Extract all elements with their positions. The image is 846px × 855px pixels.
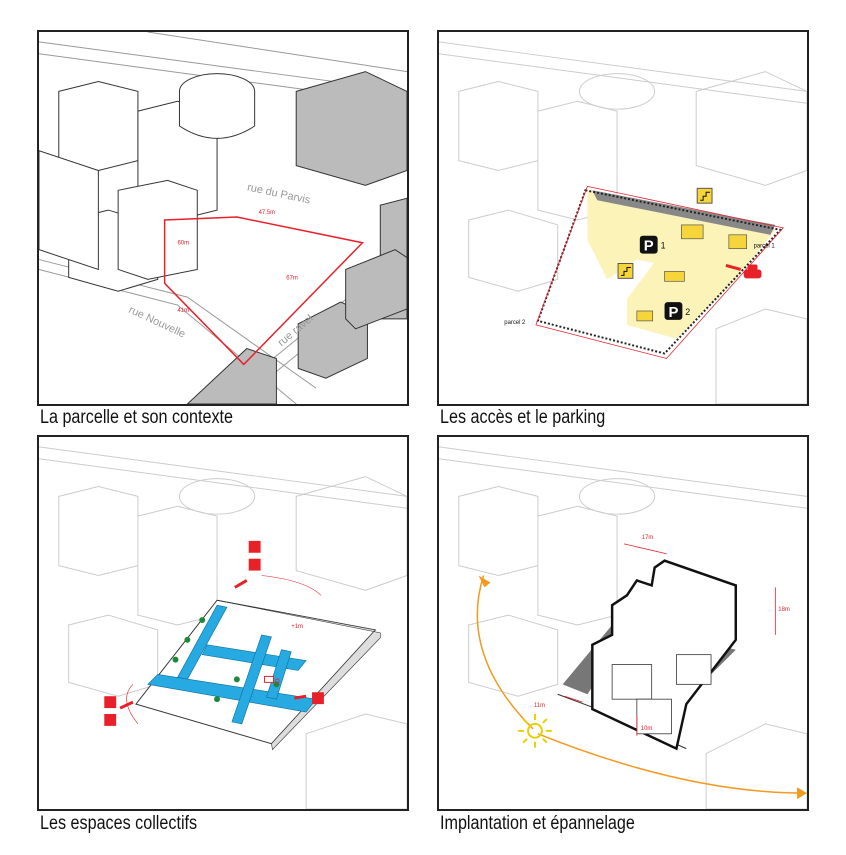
pedestrian-icon bbox=[104, 540, 324, 726]
parcel-outline-dotted bbox=[536, 189, 783, 355]
parcel-1-label: parcel 1 bbox=[754, 244, 775, 250]
access-parking-drawing: P 1 P 2 parcel 1 parcel 2 bbox=[439, 41, 807, 404]
sun-path-arrow-icon bbox=[476, 575, 806, 794]
panel-site-context: rue du Parvis rue Nouvelle rue ravel 47.… bbox=[37, 30, 409, 406]
entrance-arrow-icon bbox=[725, 264, 742, 271]
dimension-right: 67m bbox=[286, 275, 298, 281]
stairs-icon bbox=[617, 263, 634, 279]
dimension-18m: 18m bbox=[778, 607, 790, 613]
dimension-top: 47.5m bbox=[259, 210, 276, 216]
svg-text:P: P bbox=[644, 239, 654, 255]
building-massing-outline bbox=[591, 559, 738, 751]
stairs-icon bbox=[696, 187, 713, 204]
mail-icon bbox=[264, 675, 274, 683]
level-label: +1m bbox=[291, 624, 303, 630]
parking-sign-2 bbox=[664, 302, 683, 320]
sun-icon bbox=[518, 714, 552, 748]
dimension-11m: 11m bbox=[534, 703, 545, 709]
massing-drawing: 17m 18m 11m 10m bbox=[439, 446, 807, 809]
caption-massing: Implantation et épannelage bbox=[440, 813, 635, 834]
caption-site-context: La parcelle et son contexte bbox=[40, 407, 234, 428]
dimension-17m: 17m bbox=[642, 535, 654, 541]
svg-text:2: 2 bbox=[685, 307, 690, 317]
site-context-drawing: rue du Parvis rue Nouvelle rue ravel 47.… bbox=[39, 32, 407, 404]
car-icon bbox=[743, 264, 762, 279]
parking-sign-1 bbox=[639, 235, 658, 254]
parcel-2-label: parcel 2 bbox=[504, 320, 525, 326]
dimension-left: 60m bbox=[177, 241, 189, 247]
collective-spaces-drawing: ⚲ +1m bbox=[39, 446, 407, 809]
dimension-bottom: 41m bbox=[177, 308, 189, 314]
svg-text:P: P bbox=[669, 305, 679, 321]
bicycle-icon: ⚲ bbox=[274, 677, 280, 686]
panel-access-parking: P 1 P 2 parcel 1 parcel 2 bbox=[437, 30, 809, 406]
dimension-10m: 10m bbox=[641, 726, 653, 732]
panel-massing: 17m 18m 11m 10m bbox=[437, 435, 809, 811]
caption-collective-spaces: Les espaces collectifs bbox=[40, 813, 198, 834]
panel-collective-spaces: ⚲ +1m bbox=[37, 435, 409, 811]
parcel-outline bbox=[163, 216, 364, 366]
svg-text:1: 1 bbox=[661, 241, 666, 251]
street-label-parvis: rue du Parvis bbox=[246, 181, 312, 206]
tree-icon bbox=[172, 617, 280, 703]
caption-access-parking: Les accès et le parking bbox=[440, 407, 606, 428]
